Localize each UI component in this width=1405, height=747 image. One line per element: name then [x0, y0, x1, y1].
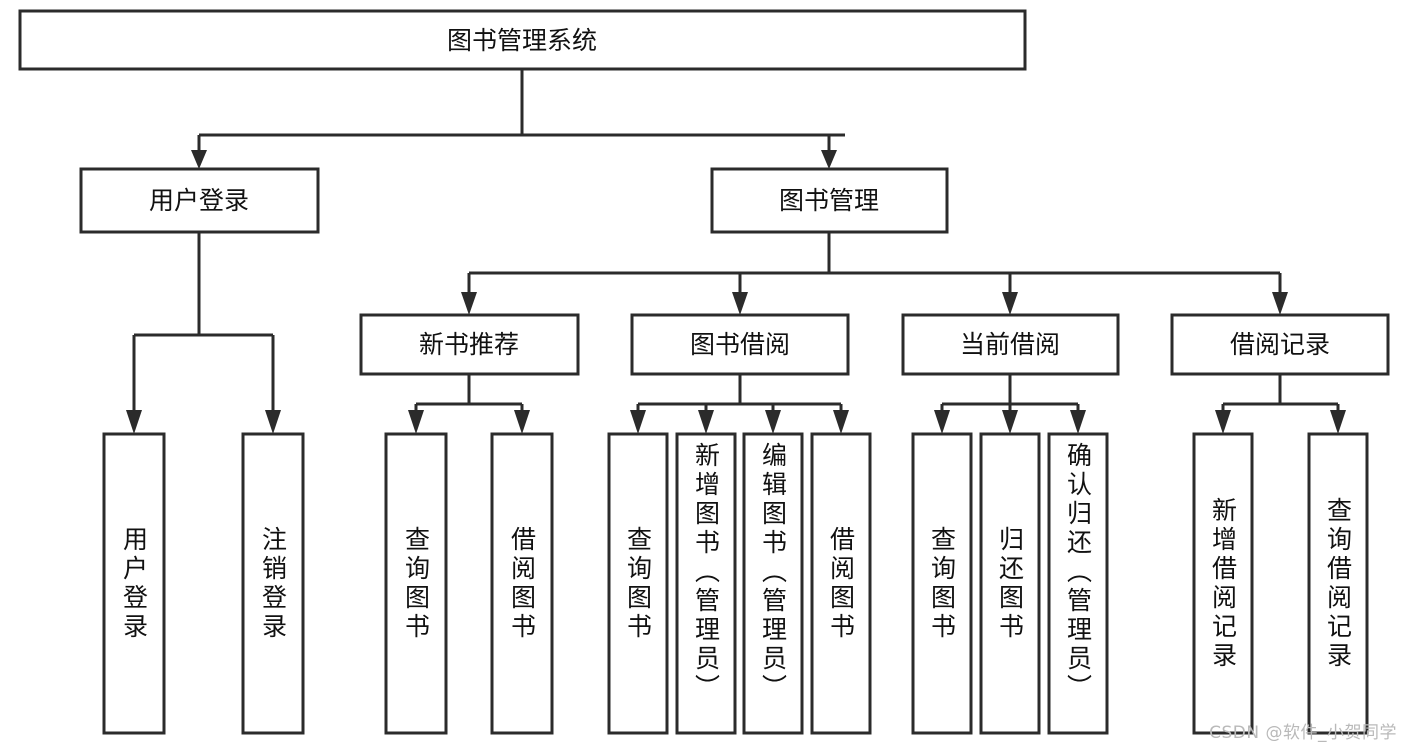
node-user-login[interactable]: 用户登录	[79, 167, 320, 234]
arrow-head-leaf-logout	[265, 410, 281, 434]
node-root-label: 图书管理系统	[447, 26, 597, 55]
leaf-box-nb-query-book[interactable]	[384, 432, 448, 735]
arrow-head-leaf-cb-3	[1070, 410, 1086, 434]
node-borrow-record[interactable]: 借阅记录	[1170, 313, 1390, 376]
node-current-borrow-box[interactable]	[901, 313, 1120, 376]
arrow-head-leaf-bb-2	[698, 410, 714, 434]
node-user-login-box[interactable]	[79, 167, 320, 234]
node-book-management[interactable]: 图书管理	[710, 167, 949, 234]
leaf-box-bb-add-book[interactable]	[675, 432, 737, 735]
arrow-head-leaf-br-1	[1215, 410, 1231, 434]
node-borrow-record-label: 借阅记录	[1230, 330, 1330, 359]
node-root[interactable]: 图书管理系统	[18, 9, 1027, 71]
arrow-head-leaf-bb-1	[630, 410, 646, 434]
arrow-head-leaf-cb-2	[1002, 410, 1018, 434]
node-book-borrow-box[interactable]	[630, 313, 850, 376]
node-current-borrow-label: 当前借阅	[960, 330, 1060, 359]
leaf-box-bb-edit-book[interactable]	[742, 432, 804, 735]
node-new-book-recommend[interactable]: 新书推荐	[359, 313, 580, 376]
leaf-box-nb-borrow-book[interactable]	[490, 432, 554, 735]
arrow-head-leaf-nb-2	[514, 410, 530, 434]
arrow-head-borrow-record	[1272, 292, 1288, 315]
leaf-box-cb-return-book[interactable]	[979, 432, 1041, 735]
node-current-borrow[interactable]: 当前借阅	[901, 313, 1120, 376]
node-book-management-label: 图书管理	[779, 186, 879, 215]
node-user-login-label: 用户登录	[149, 186, 249, 215]
arrow-head-book-borrow	[732, 292, 748, 315]
leaf-box-logout[interactable]	[241, 432, 305, 735]
node-new-book-recommend-label: 新书推荐	[419, 330, 519, 359]
arrow-head-user-login	[191, 150, 207, 169]
node-root-box[interactable]	[18, 9, 1027, 71]
node-book-borrow[interactable]: 图书借阅	[630, 313, 850, 376]
arrow-head-leaf-cb-1	[934, 410, 950, 434]
arrow-head-book-mgmt	[821, 150, 837, 169]
leaf-box-bb-query-book[interactable]	[607, 432, 669, 735]
arrow-head-current-borrow	[1002, 292, 1018, 315]
leaf-box-cb-confirm-return[interactable]	[1047, 432, 1109, 735]
node-layer: 图书管理系统 用户登录 图书管理 新书推荐 图书借阅	[18, 9, 1390, 735]
node-borrow-record-box[interactable]	[1170, 313, 1390, 376]
connector-layer	[126, 69, 1346, 434]
watermark-text: CSDN @软件_小贺同学	[1209, 723, 1397, 743]
arrow-head-leaf-user-login	[126, 410, 142, 434]
arrow-head-leaf-bb-4	[833, 410, 849, 434]
node-new-book-recommend-box[interactable]	[359, 313, 580, 376]
arrow-head-leaf-nb-1	[408, 410, 424, 434]
leaf-box-bb-borrow-book[interactable]	[810, 432, 872, 735]
arrow-head-leaf-bb-3	[765, 410, 781, 434]
leaf-box-br-add-record[interactable]	[1192, 432, 1254, 735]
node-book-management-box[interactable]	[710, 167, 949, 234]
leaf-box-cb-query-book[interactable]	[911, 432, 973, 735]
leaf-box-user-login[interactable]	[102, 432, 166, 735]
node-book-borrow-label: 图书借阅	[690, 330, 790, 359]
arrow-head-leaf-br-2	[1330, 410, 1346, 434]
arrow-head-new-book-recommend	[461, 292, 477, 315]
leaf-box-br-query-record[interactable]	[1307, 432, 1369, 735]
